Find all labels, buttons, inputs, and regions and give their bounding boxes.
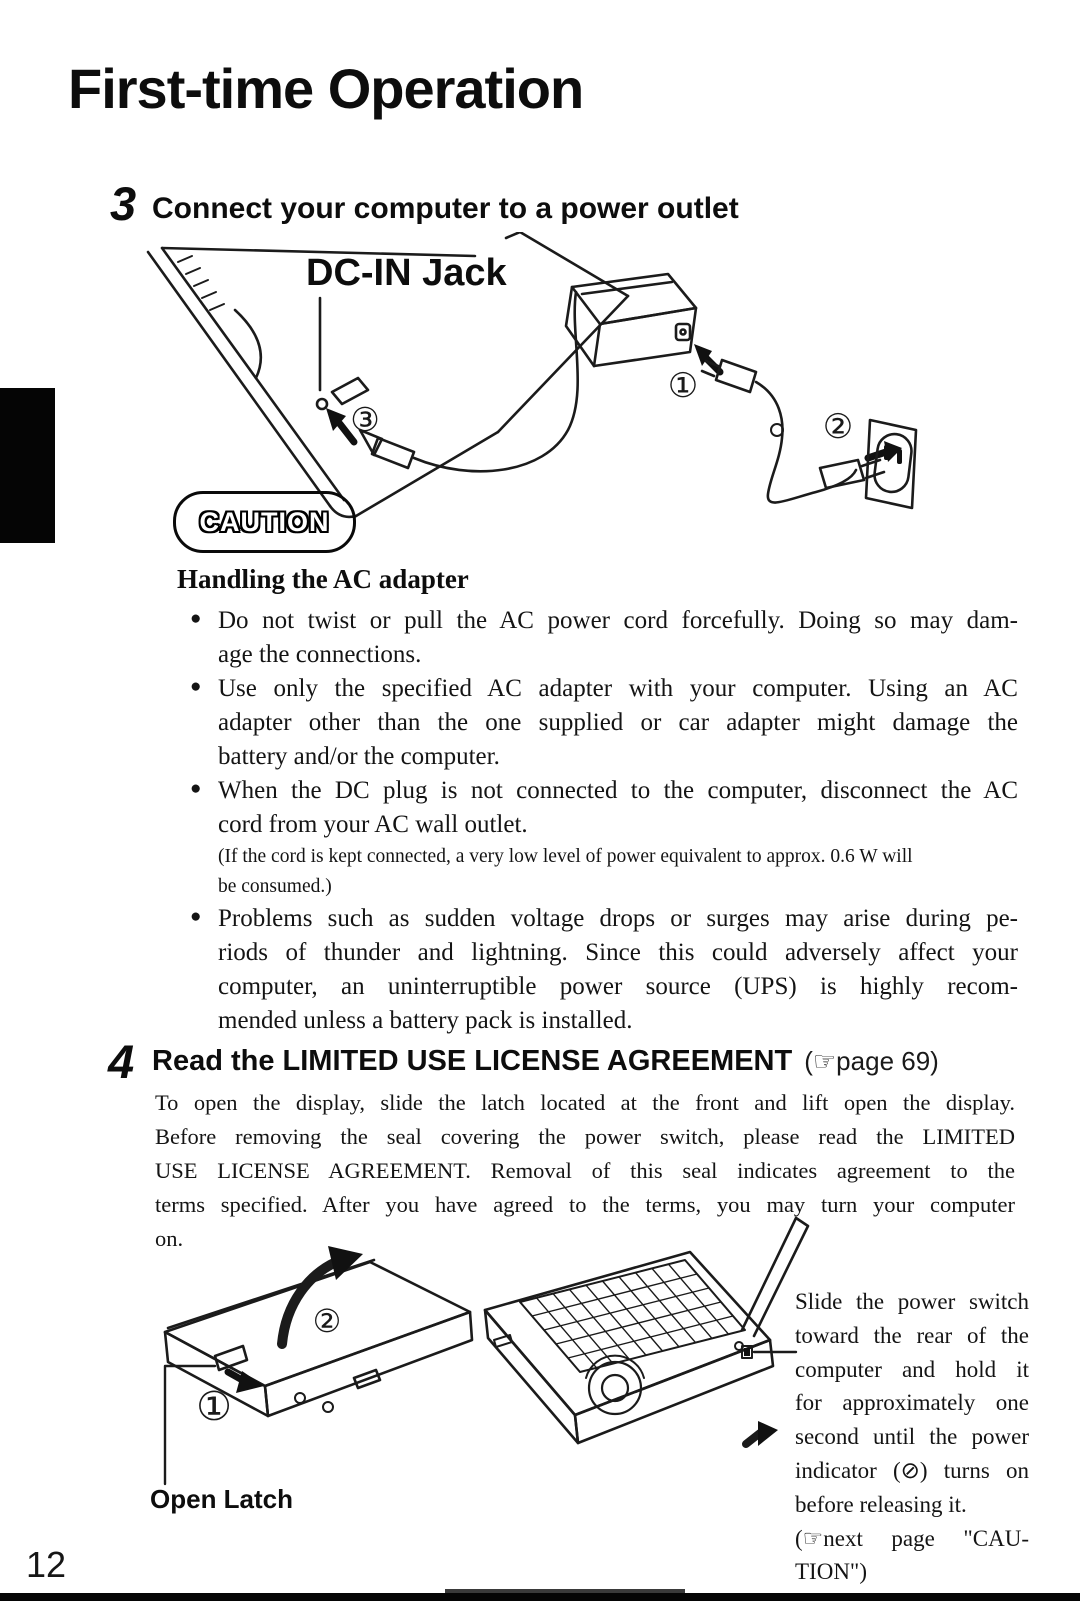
ac-adapter-line-art (564, 272, 698, 368)
step4-page-reference: (☞page 69) (804, 1046, 939, 1076)
caution-badge-label: CAUTION (199, 506, 330, 537)
bullet-line: When the DC plug is not connected to the… (218, 777, 1018, 804)
wall-outlet-line-art (864, 418, 918, 510)
dc-in-jack-label: DC-IN Jack (306, 252, 507, 294)
side-note-line: indicator (⊘) turns on (795, 1457, 1029, 1483)
bullet-line: battery and/or the computer. (218, 743, 500, 770)
bullet-line: Do not twist or pull the AC power cord f… (218, 607, 1018, 634)
page-title: First-time Operation (68, 57, 584, 120)
callout-1-icon: ① (196, 1384, 232, 1430)
arrow-into-jack-icon (326, 408, 358, 446)
step3-number: 3 (110, 177, 137, 230)
side-note-line: computer and hold it (795, 1356, 1029, 1382)
ac-cord-connector (700, 358, 758, 394)
bullet-line: cord from your AC wall outlet. (218, 811, 528, 838)
bullet-line: age the connections. (218, 641, 422, 668)
bullet-dot-icon: ● (190, 608, 202, 629)
side-note-line: second until the power (795, 1424, 1029, 1450)
power-connection-diagram (146, 232, 918, 519)
bullet-line: adapter other than the one supplied or c… (218, 709, 1018, 736)
caution-bullet-4: ● Problems such as sudden voltage drops … (190, 902, 1018, 1038)
side-note-line: (☞next page "CAU- (795, 1525, 1029, 1551)
callout-2-icon: ② (312, 1302, 342, 1340)
open-display-illustrations (163, 1216, 810, 1486)
dc-plug-and-cable (358, 290, 580, 473)
bullet-line: Use only the specified AC adapter with y… (218, 675, 1018, 702)
caution-bullet-1: ● Do not twist or pull the AC power cord… (190, 604, 1018, 672)
open-latch-label: Open Latch (150, 1484, 294, 1514)
side-note-line: before releasing it. (795, 1491, 967, 1517)
power-switch-arrow-icon (742, 1421, 778, 1448)
bullet-dot-icon: ● (190, 906, 202, 927)
open-latch-pointer-line (163, 1364, 217, 1486)
paragraph-line: USE LICENSE AGREEMENT. Removal of this s… (155, 1158, 1015, 1183)
bullet-line: computer, an uninterruptible power sourc… (218, 973, 1018, 1000)
lift-display-arrow-icon (277, 1246, 363, 1349)
power-switch-side-note: Slide the power switch toward the rear o… (795, 1285, 1029, 1589)
paragraph-line: on. (155, 1226, 184, 1251)
caution-heading: Handling the AC adapter (177, 564, 469, 594)
caution-bullet-3: ● When the DC plug is not connected to t… (190, 774, 1018, 902)
bullet-note-line: be consumed.) (218, 876, 332, 897)
bottom-rule-smudge (445, 1589, 685, 1593)
side-note-line: toward the rear of the (795, 1322, 1029, 1348)
callout-3-icon: ③ (350, 400, 380, 439)
caution-badge: CAUTION (173, 491, 356, 553)
step4-heading: Read the LIMITED USE LICENSE AGREEMENT (152, 1045, 793, 1077)
step4-heading-row: Read the LIMITED USE LICENSE AGREEMENT (… (152, 1045, 939, 1078)
bullet-note-line: (If the cord is kept connected, a very l… (218, 846, 913, 867)
bullet-line: mended unless a battery pack is installe… (218, 1007, 633, 1034)
step3-heading: Connect your computer to a power outlet (152, 192, 739, 225)
paragraph-line: terms specified. After you have agreed t… (155, 1192, 1015, 1217)
paragraph-line: To open the display, slide the latch loc… (155, 1090, 1015, 1115)
caution-bullet-list: ● Do not twist or pull the AC power cord… (190, 604, 1018, 1038)
step4-paragraph: To open the display, slide the latch loc… (155, 1086, 1015, 1256)
bullet-line: Problems such as sudden voltage drops or… (218, 905, 1018, 932)
caution-bullet-2: ● Use only the specified AC adapter with… (190, 672, 1018, 774)
laptop-line-art (146, 232, 630, 519)
trackball-icon (587, 1360, 643, 1416)
bullet-dot-icon: ● (190, 676, 202, 697)
side-note-line: TION") (795, 1559, 867, 1585)
open-laptop-line-art (483, 1216, 810, 1445)
power-switch (741, 1345, 753, 1359)
side-note-line: Slide the power switch (795, 1289, 1029, 1314)
latch-slide-arrow-icon (224, 1368, 264, 1393)
side-note-line: for approximately one (795, 1390, 1029, 1416)
page-number: 12 (26, 1544, 67, 1585)
bottom-rule (0, 1593, 1080, 1601)
callout-1-icon: ① (667, 366, 699, 406)
bullet-line: riods of thunder and lightning. Since th… (218, 939, 1018, 966)
paragraph-line: Before removing the seal covering the po… (155, 1124, 1015, 1149)
callout-2-icon: ② (822, 407, 854, 447)
bullet-dot-icon: ● (190, 778, 202, 799)
keyboard-grid (531, 1263, 734, 1369)
step4-number: 4 (108, 1035, 135, 1088)
section-tab (0, 388, 55, 543)
